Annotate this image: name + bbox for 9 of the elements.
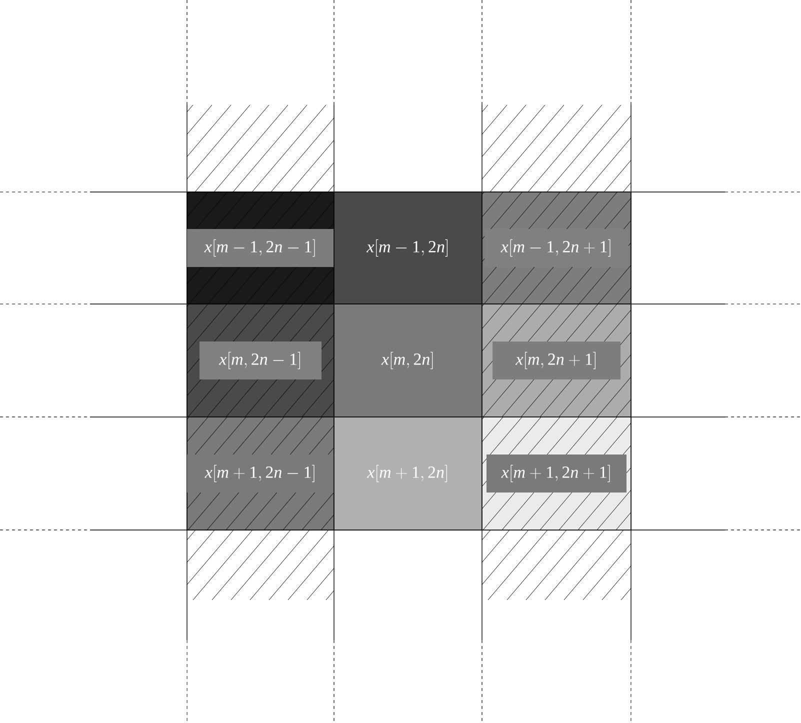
cell-label: $x[m,2n-1]$ <box>200 341 322 380</box>
cell-label: $x[m,2n]$ <box>381 352 433 370</box>
cell-label: $x[m,2n+1]$ <box>492 341 620 380</box>
cell-label: $x[m-1,2n-1]$ <box>187 229 334 267</box>
cell-label: $x[m+1,2n+1]$ <box>486 454 626 492</box>
cell-label: $x[m-1,2n+1]$ <box>484 229 628 267</box>
cell-label: $x[m-1,2n]$ <box>366 239 448 257</box>
cell-label: $x[m+1,2n-1]$ <box>187 454 334 492</box>
cell-label: $x[m+1,2n]$ <box>366 464 447 482</box>
